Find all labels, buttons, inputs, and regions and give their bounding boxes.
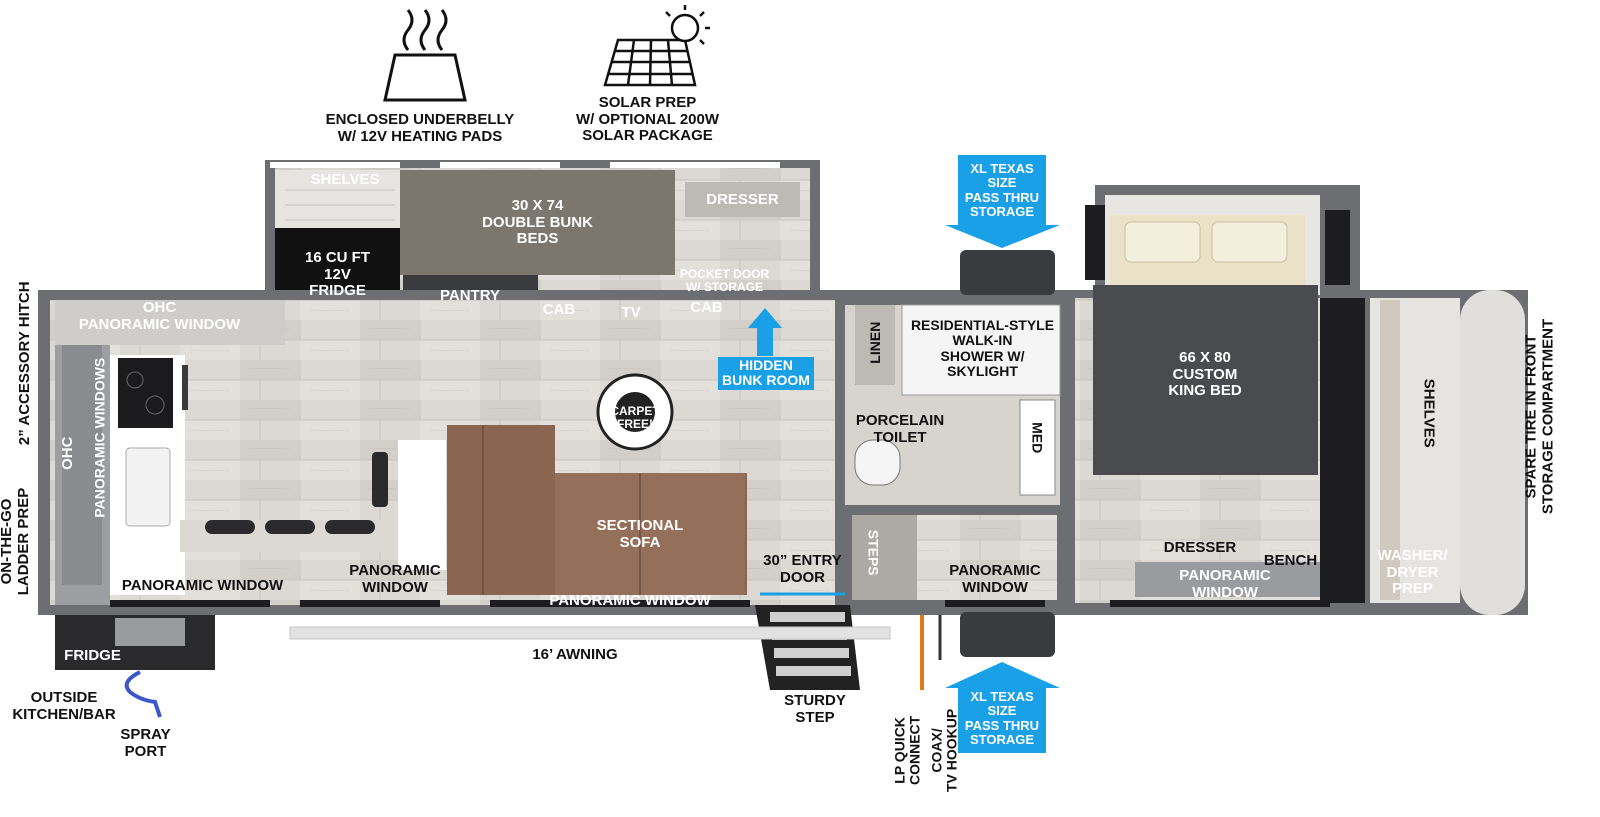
dining-table	[398, 440, 446, 570]
pantry-label: PANTRY	[440, 287, 500, 304]
outside-fridge-label: FRIDGE	[64, 647, 121, 664]
storage-bottom-label: XL TEXAS SIZE PASS THRU STORAGE	[964, 689, 1040, 747]
sectional-sofa-label: SECTIONAL SOFA	[596, 517, 684, 551]
cab-right-label: CAB	[690, 299, 723, 316]
bench-label: BENCH	[1263, 552, 1318, 569]
panoramic-window-rear-label: PANORAMIC WINDOW	[121, 577, 284, 594]
lp-quick-connect-label: LP QUICK CONNECT	[891, 715, 923, 786]
storage-pad-bottom	[960, 612, 1055, 657]
king-bed-label: 66 X 80 CUSTOM KING BED	[1168, 349, 1242, 399]
entry-door-label: 30” ENTRY DOOR	[763, 552, 842, 586]
solar-panel-icon	[603, 5, 710, 87]
linen-label: LINEN	[866, 321, 883, 364]
arrow-down-icon	[945, 155, 1060, 248]
panoramic-window-mid-label: PANORAMIC WINDOW	[349, 562, 441, 596]
med-label: MED	[1029, 422, 1046, 454]
storage-top-label: XL TEXAS SIZE PASS THRU STORAGE	[964, 161, 1040, 219]
bath-panoramic-window-label: PANORAMIC WINDOW	[949, 562, 1041, 596]
fridge-label: 16 CU FT 12V FRIDGE	[304, 249, 370, 299]
accessory-hitch-label: 2” ACCESSORY HITCH	[15, 281, 33, 446]
entry-stair	[755, 592, 860, 690]
bunk-beds-label: 30 X 74 DOUBLE BUNK BEDS	[482, 197, 593, 247]
cab-left-label: CAB	[542, 301, 576, 318]
linen-closet	[855, 305, 895, 385]
spray-hose	[124, 670, 162, 718]
bunkroom-dresser	[685, 182, 800, 217]
bedroom-panoramic-window-label: PANORAMIC WINDOW	[1179, 567, 1271, 601]
toilet-shape	[854, 439, 901, 486]
underbelly-label: ENCLOSED UNDERBELLY W/ 12V HEATING PADS	[325, 111, 515, 145]
ramp-area	[917, 515, 1057, 600]
panoramic-window-front-label: PANORAMIC WINDOW	[549, 592, 711, 609]
storage-pad-top	[960, 250, 1055, 295]
carpet-free-label: CARPET FREE!	[610, 404, 660, 432]
coax-label: COAX/ TV HOOKUP	[928, 708, 960, 793]
hidden-bunk-room-label: HIDDEN BUNK ROOM	[706, 357, 826, 390]
kitchen-sink	[125, 447, 171, 527]
bunk-bed	[400, 170, 675, 275]
awning-label: 16’ AWNING	[532, 646, 618, 663]
panoramic-windows-side-label: PANORAMIC WINDOWS	[91, 357, 108, 518]
ladder-prep-label: ON-THE-GO LADDER PREP	[0, 487, 32, 596]
pocket-door-label: POCKET DOOR W/ STORAGE	[679, 267, 770, 295]
bunk-dresser-label: DRESSER	[706, 191, 779, 208]
front-shelves-label: SHELVES	[1420, 378, 1438, 448]
carpet-free-icon	[596, 373, 674, 451]
tv-label: TV	[621, 304, 641, 321]
washer-dryer-label: WASHER/ DRYER PREP	[1377, 547, 1448, 597]
cooktop	[118, 358, 173, 428]
heating-pads-icon	[383, 9, 467, 102]
sturdy-step-label: STURDY STEP	[784, 692, 846, 726]
steps-label: STEPS	[865, 529, 882, 576]
hidden-bunk-arrow-icon	[748, 308, 782, 356]
bar-stools	[205, 520, 375, 534]
shower-box	[901, 304, 1061, 396]
outside-kitchen-label: OUTSIDE KITCHEN/BAR	[12, 689, 116, 723]
sectional-sofa-shape	[447, 425, 747, 595]
shower-label: RESIDENTIAL-STYLE WALK-IN SHOWER W/ SKYL…	[910, 317, 1055, 380]
rear-ohc-top	[55, 300, 285, 345]
front-cap	[1460, 290, 1525, 615]
entry-steps	[852, 515, 917, 600]
king-bed	[1093, 285, 1318, 475]
med-cabinet	[1019, 399, 1056, 496]
shelves-label: SHELVES	[310, 171, 380, 188]
solar-label: SOLAR PREP W/ OPTIONAL 200W SOLAR PACKAG…	[575, 94, 720, 144]
bedroom-dresser-label: DRESSER	[1163, 539, 1237, 556]
awning-bar	[289, 626, 891, 640]
arrow-up-icon	[945, 662, 1060, 753]
closet-doors	[1320, 298, 1365, 603]
ohc-side-label: OHC	[58, 436, 76, 470]
spray-port-label: SPRAY PORT	[120, 726, 171, 760]
bench-shape	[1135, 562, 1335, 597]
spare-tire-label: SPARE TIRE IN FRONT STORAGE COMPARTMENT	[1522, 318, 1557, 515]
ohc-panoramic-window-label: OHC PANORAMIC WINDOW	[78, 299, 241, 333]
porcelain-toilet-label: PORCELAIN TOILET	[855, 412, 945, 446]
